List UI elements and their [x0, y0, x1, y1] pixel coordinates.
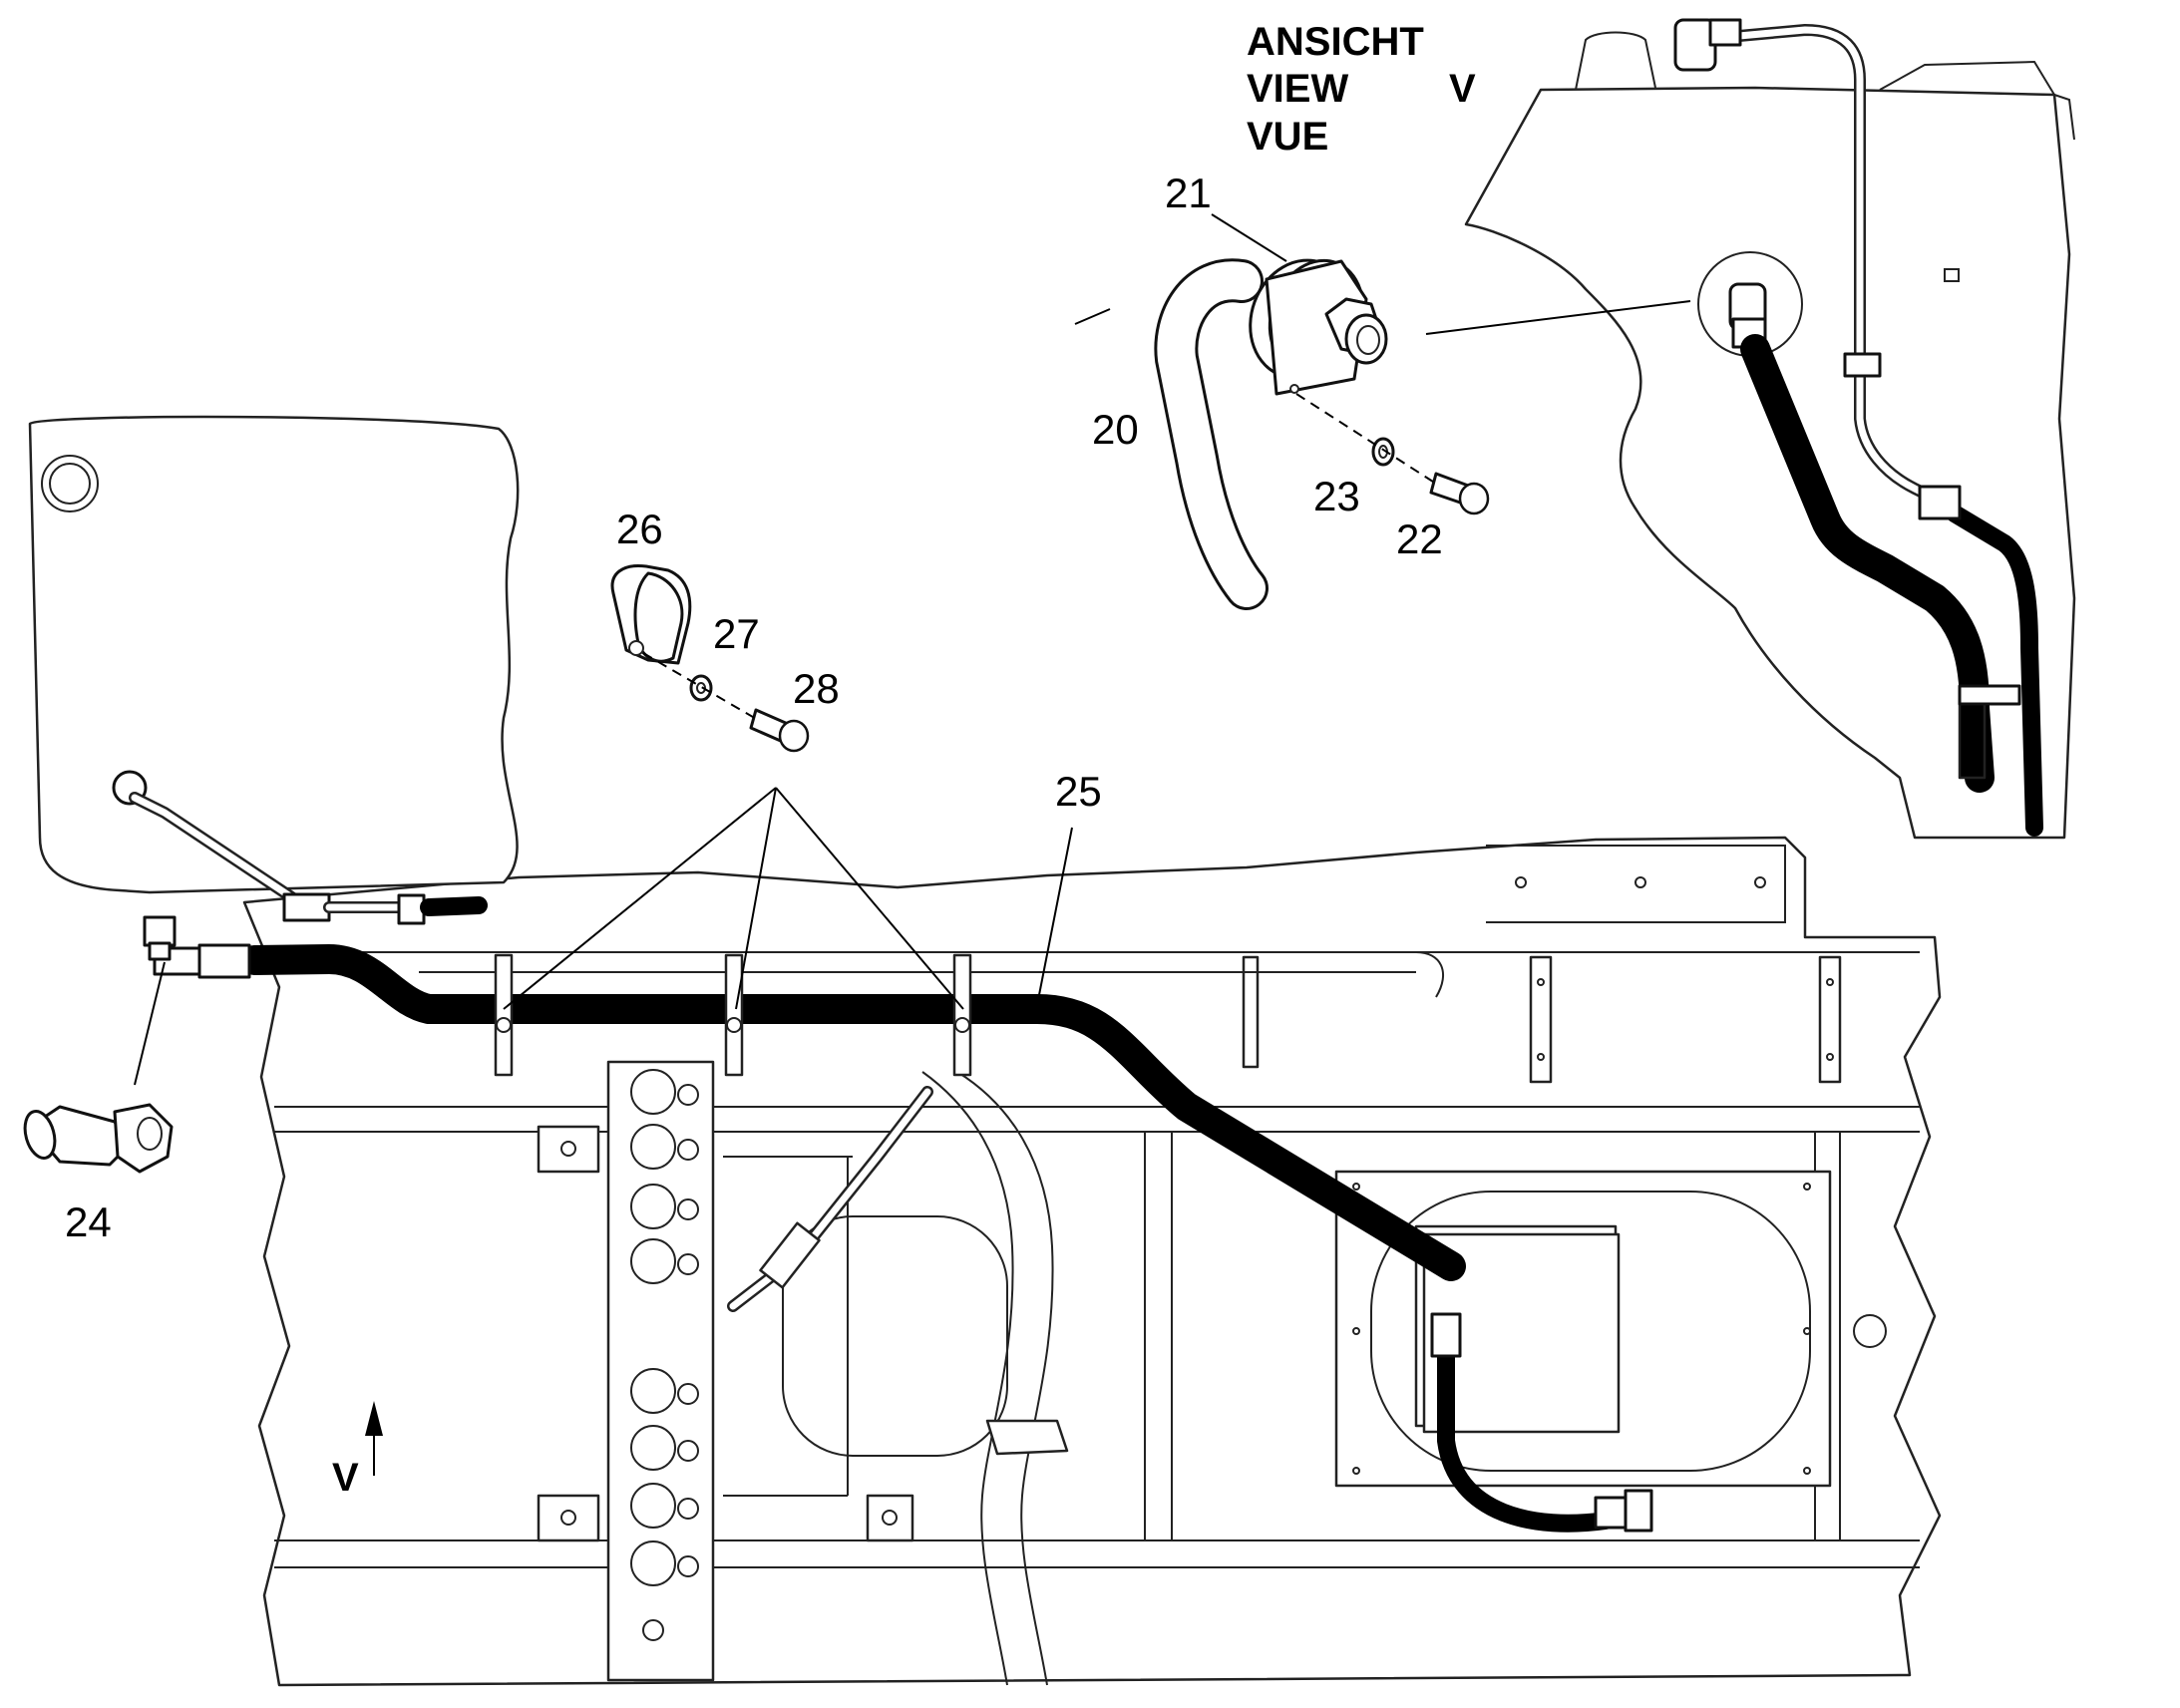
callout-20: 20	[1092, 406, 1139, 453]
view-title-fr: VUE	[1247, 115, 1328, 159]
view-title-en: VIEW	[1247, 67, 1348, 111]
part-22-screw	[1429, 472, 1490, 515]
part-23-washer	[1371, 437, 1395, 467]
part-26-clamp	[610, 563, 692, 665]
part-21-flange	[1249, 258, 1388, 396]
callout-24: 24	[65, 1198, 112, 1245]
view-title-de: ANSICHT	[1247, 20, 1424, 64]
part-28-screw	[749, 708, 810, 753]
heater-unit	[1334, 1170, 1887, 1488]
clamp-1	[494, 953, 514, 1077]
assembly-axis-22	[1295, 393, 1437, 485]
mounting-plate	[537, 1060, 914, 1682]
fuel-tank	[28, 415, 520, 961]
view-direction-marker: V	[332, 1401, 383, 1500]
hose-25	[153, 943, 1466, 1281]
view-title-letter: V	[1449, 67, 1476, 111]
view-marker-letter: V	[332, 1456, 359, 1500]
view-title: ANSICHT VIEW VUE V	[1247, 20, 1476, 159]
hose-clamps	[494, 953, 972, 1077]
leader-lines	[134, 213, 1691, 1086]
clamp-2	[724, 953, 744, 1077]
part-24-elbow	[23, 1103, 174, 1174]
callout-25: 25	[1055, 768, 1102, 815]
callout-22: 22	[1396, 515, 1443, 562]
part-27-washer	[689, 674, 713, 702]
heater-hoses	[1430, 1312, 1653, 1533]
clamp-3	[952, 953, 972, 1077]
callout-28: 28	[793, 665, 840, 712]
callout-27: 27	[713, 610, 760, 657]
part-20-pipe	[1154, 258, 1269, 610]
callout-labels: 21 20 23 22 26 27 28 25 24	[65, 170, 1443, 1245]
callout-23: 23	[1313, 473, 1360, 519]
inner-frame	[723, 1071, 1069, 1686]
view-v-inset	[1464, 18, 2076, 840]
callout-21: 21	[1165, 170, 1212, 216]
mount-pads	[630, 1069, 699, 1641]
callout-26: 26	[616, 506, 663, 552]
assembly-axis-28	[642, 652, 759, 721]
